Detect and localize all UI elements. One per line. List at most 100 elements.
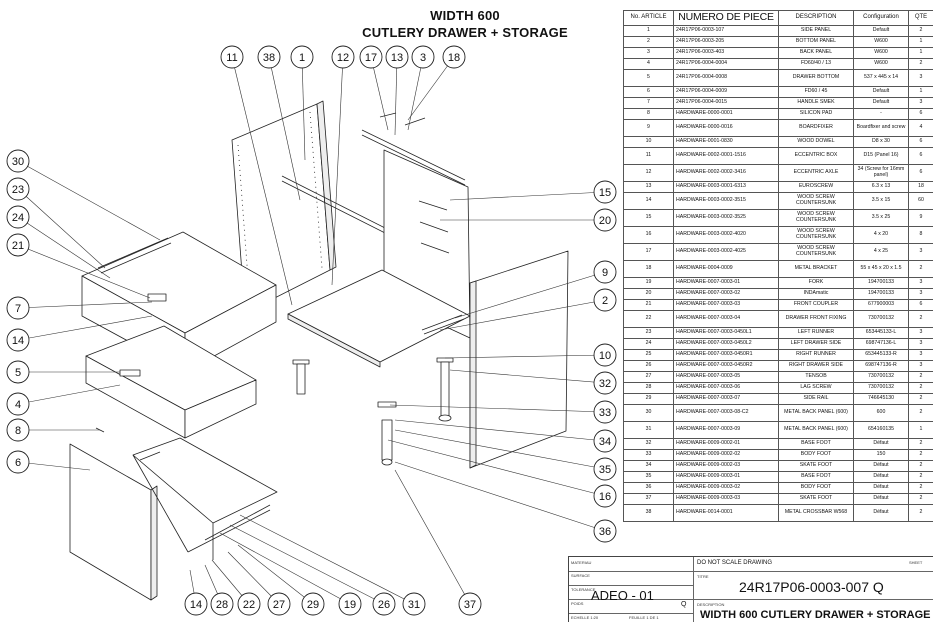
parts-list-cell: SKATE FOOT <box>779 461 854 472</box>
parts-list-cell: Défaut <box>854 483 909 494</box>
parts-list-cell: SKATE FOOT <box>779 494 854 505</box>
parts-list-cell: 3.5 x 15 <box>854 193 909 210</box>
balloon-number: 16 <box>599 491 611 503</box>
parts-list-cell: 22 <box>624 311 674 328</box>
balloon-number: 35 <box>599 464 611 476</box>
parts-list-cell: 3 <box>909 70 933 87</box>
part-balloon: 21 <box>7 234 29 256</box>
balloon-number: 37 <box>464 599 476 611</box>
part-balloon: 30 <box>7 150 29 172</box>
balloon-leader-line <box>332 57 343 285</box>
parts-list-cell: 2 <box>909 505 933 522</box>
parts-list-cell: RIGHT RUNNER <box>779 350 854 361</box>
parts-list-cell: BODY FOOT <box>779 483 854 494</box>
parts-list-cell: 21 <box>624 300 674 311</box>
part-balloon: 18 <box>443 46 465 68</box>
parts-list-cell: 34 <box>624 461 674 472</box>
parts-list-cell: METAL BACK PANEL (600) <box>779 422 854 439</box>
parts-list-cell: 5 <box>624 70 674 87</box>
parts-list-cell: HANDLE SMEK <box>779 98 854 109</box>
balloon-number: 11 <box>226 52 237 64</box>
parts-list-cell: DRAWER FRONT FIXING <box>779 311 854 328</box>
parts-list-cell: 11 <box>624 148 674 165</box>
parts-list-cell: HARDWARE-0000-0016 <box>674 120 779 137</box>
parts-list-cell: 4 x 25 <box>854 244 909 261</box>
parts-list-cell: Default <box>854 98 909 109</box>
parts-list-cell: 3 <box>909 339 933 350</box>
parts-list-cell: 2 <box>909 461 933 472</box>
balloon-number: 1 <box>299 52 305 64</box>
parts-list-cell: 2 <box>909 494 933 505</box>
part-balloon: 20 <box>594 209 616 231</box>
part-balloon: 28 <box>211 593 233 615</box>
parts-list-cell: BASE FOOT <box>779 472 854 483</box>
tb-label-surface: SURFACE <box>571 573 590 578</box>
balloon-leader-line <box>408 57 454 120</box>
parts-list-cell: HARDWARE-0007-0003-03 <box>674 300 779 311</box>
parts-list-cell: HARDWARE-0007-0003-0450R1 <box>674 350 779 361</box>
balloon-number: 18 <box>448 52 460 64</box>
part-balloon: 37 <box>459 593 481 615</box>
balloon-number: 34 <box>599 436 611 448</box>
parts-list-cell: 36 <box>624 483 674 494</box>
parts-list-cell: Boardfixer and screw <box>854 120 909 137</box>
parts-list-cell: Défaut <box>854 439 909 450</box>
parts-list-cell: 6 <box>909 137 933 148</box>
part-balloon: 16 <box>594 485 616 507</box>
parts-list-cell: 150 <box>854 450 909 461</box>
part-balloon: 2 <box>594 289 616 311</box>
parts-list-cell: TENSOB <box>779 372 854 383</box>
balloon-leader-line <box>18 385 120 404</box>
parts-list-cell: 698747136-L <box>854 339 909 350</box>
part-balloon: 7 <box>7 297 29 319</box>
parts-list-cell: - <box>854 109 909 120</box>
balloon-number: 3 <box>420 52 426 64</box>
parts-list-cell: FORK <box>779 278 854 289</box>
balloon-number: 30 <box>12 156 24 168</box>
balloon-number: 19 <box>344 599 356 611</box>
balloon-leader-line <box>395 470 470 604</box>
drawer-front-part <box>70 444 157 600</box>
parts-list-cell: SILICON PAD <box>779 109 854 120</box>
parts-list-cell: 1 <box>624 26 674 37</box>
parts-list-cell: Default <box>854 87 909 98</box>
parts-list-cell: 3.5 x 25 <box>854 210 909 227</box>
parts-list-cell: 194700133 <box>854 278 909 289</box>
parts-list-cell: LEFT RUNNER <box>779 328 854 339</box>
parts-list-cell: BACK PANEL <box>779 48 854 59</box>
parts-list-cell: 8 <box>909 227 933 244</box>
part-balloon: 32 <box>594 372 616 394</box>
parts-list-cell: Défaut <box>854 494 909 505</box>
parts-list-cell: 6 <box>909 109 933 120</box>
balloon-number: 6 <box>15 457 21 469</box>
parts-list-cell: 23 <box>624 328 674 339</box>
parts-list-cell: HARDWARE-0003-0002-4025 <box>674 244 779 261</box>
parts-list-cell: HARDWARE-0007-0003-0450L2 <box>674 339 779 350</box>
parts-list-cell: 18 <box>624 261 674 278</box>
parts-list-cell: 2 <box>909 394 933 405</box>
drawing-title-line1: WIDTH 600 <box>395 8 535 23</box>
part-balloon: 4 <box>7 393 29 415</box>
parts-list-cell: 24R17P06-0003-205 <box>674 37 779 48</box>
parts-list-header-cell: Configuration <box>854 11 909 26</box>
right-side-panel-part <box>470 251 568 468</box>
parts-list-cell: 26 <box>624 361 674 372</box>
balloon-number: 12 <box>337 52 349 64</box>
parts-list-header-cell: DESCRIPTION <box>779 11 854 26</box>
tb-label-titre: TITRE <box>697 574 709 579</box>
parts-list-cell: Défaut <box>854 472 909 483</box>
parts-list-cell: 15 <box>624 210 674 227</box>
parts-list-cell: FRONT COUPLER <box>779 300 854 311</box>
parts-list-cell: WOOD SCREW COUNTERSUNK <box>779 244 854 261</box>
parts-list-cell: SIDE PANEL <box>779 26 854 37</box>
parts-list-cell: 34 (Screw for 16mm panel) <box>854 165 909 182</box>
parts-list-cell: HARDWARE-0007-0003-05 <box>674 372 779 383</box>
balloon-leader-line <box>220 533 350 604</box>
